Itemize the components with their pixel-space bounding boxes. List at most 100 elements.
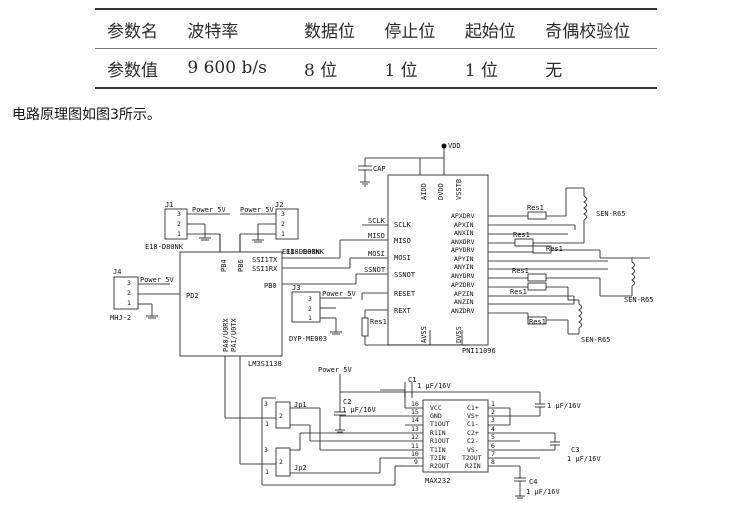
mcu-ssitx: SSI1TX (252, 256, 278, 264)
max-pin-num: 11 (411, 442, 419, 450)
max-pin-num: 13 (411, 425, 419, 433)
res1-label: Res1 (546, 245, 563, 253)
sensor-x: Res1 Res1 SEN-R65 (488, 187, 626, 247)
net-ssnot: SSNOT (364, 266, 386, 274)
svg-text:1: 1 (308, 314, 312, 322)
pni-pin: APXDRV (451, 212, 475, 220)
max-pin-num: 3 (491, 416, 495, 424)
pni-dvdd: DVDD (437, 183, 445, 200)
mcu-lm3s1138: PD2 PB4 PB6 SSI1TX SSI1RX PB0 PA0/U0RX P… (179, 234, 283, 435)
mcu-ssirx: SSI1RX (252, 265, 278, 273)
max-power: Power 5V 1 μF/16V C2 1 μF/16V C1 1 μF/16… (318, 366, 582, 433)
pni-vsstb: VSSTB (455, 179, 463, 200)
max-pin: T1OUT (430, 420, 450, 428)
max-pin-num: 8 (491, 458, 495, 466)
pni-pin: ANXIN (454, 229, 474, 237)
max-pin-num: 12 (411, 433, 419, 441)
jumper-jp1: 3 1 2 Jp1 (225, 400, 405, 451)
table-cell: 起始位 (452, 8, 534, 49)
jp2-label: Jp2 (294, 464, 307, 472)
pni-rext: REXT (394, 307, 412, 315)
vdd-supply: VDD (365, 142, 461, 175)
j3-label: J3 (292, 284, 300, 292)
cap-c3: C3 1 μF/16V (540, 433, 602, 463)
svg-text:3: 3 (281, 210, 285, 218)
j2-sensor-label: E18-D80NK (282, 248, 321, 256)
max-pin: T2OUT (462, 454, 482, 462)
cap-c1-value: 1 μF/16V (417, 382, 452, 390)
table-cell: 数据位 (292, 8, 373, 49)
j1-power-label: Power_5V (192, 206, 227, 214)
max-pin-num: 15 (411, 408, 419, 416)
pni11096-chip: AIDD DVDD VSSTB SCLK MISO MOSI SSNOT RES… (387, 174, 496, 355)
jp1-label: Jp1 (294, 401, 307, 409)
pni-pin: ANXDRV (451, 238, 475, 246)
rext-resistor: Res1 (361, 292, 470, 346)
table-cell: 1 位 (372, 48, 453, 89)
pni-pin: APZIN (454, 290, 474, 298)
mcu-pb4: PB4 (220, 259, 228, 272)
pni-pin: APZDRV (451, 281, 475, 289)
j3-connector: J3 3 2 1 Power_5V DYP-ME003 (289, 284, 357, 343)
max-pin: C1+ (467, 404, 479, 412)
cap-c4-value: 1 μF/16V (526, 488, 561, 496)
net-miso: MISO (368, 232, 385, 240)
j4-power-label: Power_5V (140, 276, 175, 284)
pni-mosi: MOSI (394, 254, 411, 262)
svg-text:3: 3 (308, 295, 312, 303)
max232-name: MAX232 (425, 477, 450, 485)
pni-pin: ANZDRV (451, 307, 475, 315)
table-cell: 1 位 (452, 48, 534, 89)
max-pin: T2IN (430, 454, 446, 462)
pni-ssnot: SSNOT (394, 271, 416, 279)
res1-label: Res1 (529, 318, 546, 326)
res1-label: Res1 (512, 267, 529, 275)
j4-connector: J4 3 2 1 Power_5V MHJ-2 (110, 268, 180, 322)
mcu-pa1: PA1/U0TX (230, 317, 238, 352)
svg-text:2: 2 (177, 220, 181, 228)
net-mosi: MOSI (368, 250, 385, 258)
max-pin: R2IN (465, 462, 481, 470)
cap-c2-label: C2 (343, 398, 351, 406)
svg-text:2: 2 (308, 305, 312, 313)
max-pin-num: 4 (491, 425, 495, 433)
svg-text:3: 3 (264, 400, 268, 408)
pni-pin: ANYDRV (451, 272, 475, 280)
cap-c2-value: 1 μF/16V (547, 402, 582, 410)
max-pin-num: 9 (414, 458, 418, 466)
net-sclk: SCLK (368, 217, 386, 225)
svg-text:1: 1 (281, 230, 285, 238)
j2-label: J2 (275, 201, 283, 209)
max-pin: VS- (467, 446, 479, 454)
jumper-jp2: 3 1 2 Jp2 (239, 397, 405, 486)
max232-chip: MAX232 VCC GND T1OUT R1IN R1OUT T1IN T2I… (405, 399, 555, 485)
svg-text:2: 2 (279, 412, 283, 420)
pni-dvss: DVSS (455, 326, 463, 343)
max-pin-num: 14 (411, 416, 419, 424)
cap-label: CAP (373, 165, 386, 173)
svg-text:2: 2 (279, 458, 283, 466)
table-cell: 奇偶校验位 (533, 8, 657, 49)
max-pin-num: 16 (411, 400, 419, 408)
parameter-table: 参数名 波特率 数据位 停止位 起始位 奇偶校验位 参数值 9 600 b/s … (95, 8, 657, 89)
j4-label: J4 (113, 268, 121, 276)
max-pin: R1OUT (430, 437, 450, 445)
res1-label: Res1 (510, 288, 527, 296)
mcu-pb6: PB6 (237, 259, 245, 272)
table-value-row: 参数值 9 600 b/s 8 位 1 位 1 位 无 (95, 48, 657, 89)
max-pin: R1IN (430, 429, 446, 437)
svg-text:1: 1 (127, 299, 131, 307)
table-cell: 参数名 (95, 8, 176, 49)
cap-c4: C4 1 μF/16V (514, 466, 561, 499)
max-pin: R2OUT (430, 462, 450, 470)
j1-sensor-label: E18-D80NK (145, 243, 184, 251)
pni-sclk: SCLK (394, 221, 412, 229)
svg-text:1: 1 (265, 468, 269, 476)
max-power-label: Power 5V (318, 366, 353, 374)
table-header-row: 参数名 波特率 数据位 停止位 起始位 奇偶校验位 (95, 8, 657, 49)
pni-pin: APYIN (454, 255, 474, 263)
max-pin-num: 5 (491, 433, 495, 441)
j2-power-label: Power 5V (240, 206, 275, 214)
j4-module-label: MHJ-2 (110, 314, 131, 322)
mcu-name: LM3S1138 (248, 360, 282, 368)
